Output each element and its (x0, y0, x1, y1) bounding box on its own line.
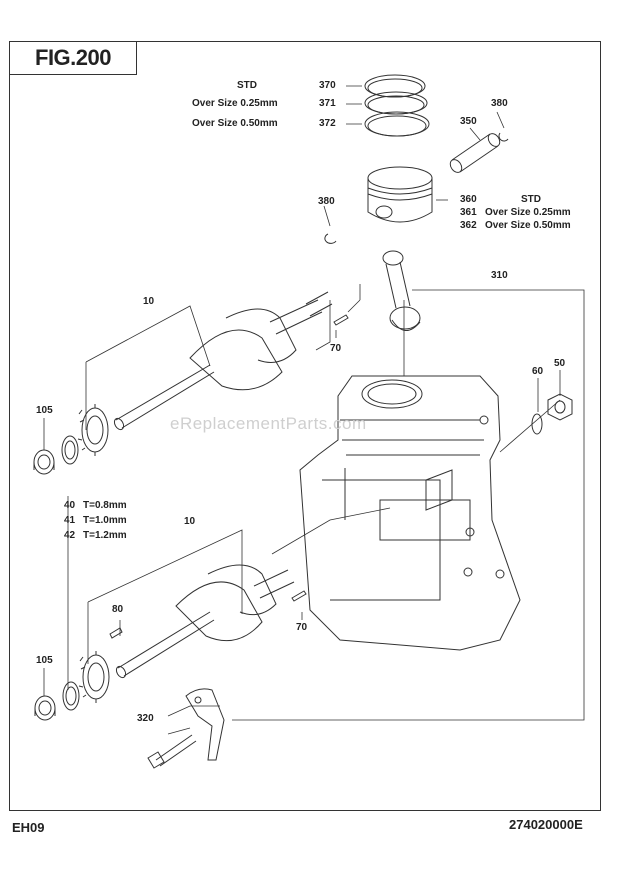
crank-gear-icon (77, 404, 109, 456)
callout-360: 360 (460, 194, 477, 205)
figure-title: FIG.200 (35, 45, 111, 70)
callout-10-upper: 10 (143, 296, 155, 307)
callout-372: 372 (319, 118, 336, 129)
rod-cap-icon (185, 688, 225, 761)
callout-41: 41 (64, 515, 76, 526)
bearing-icon (33, 449, 55, 475)
crankshaft-icon (113, 291, 333, 431)
shim-t42-label: T=1.2mm (83, 530, 127, 541)
piston-ring-icon (364, 74, 430, 137)
callout-361: 361 (460, 207, 477, 218)
crankshaft-icon (115, 564, 295, 679)
ring-os50-label: Over Size 0.50mm (192, 118, 278, 129)
figure-title-box: FIG.200 (9, 41, 137, 75)
callout-320: 320 (137, 713, 154, 724)
callout-40: 40 (64, 500, 76, 511)
leader-lines (43, 85, 585, 735)
bearing-icon (34, 695, 56, 721)
callout-70-lower: 70 (296, 622, 308, 633)
callout-310: 310 (491, 270, 508, 281)
piston-std-label: STD (521, 194, 541, 205)
callout-70-upper: 70 (330, 343, 342, 354)
callout-50: 50 (554, 358, 566, 369)
callout-80: 80 (112, 604, 124, 615)
ring-os25-label: Over Size 0.25mm (192, 98, 278, 109)
callout-350: 350 (460, 116, 477, 127)
shim-t40-label: T=0.8mm (83, 500, 127, 511)
diagram-frame (9, 41, 601, 811)
part-number: 274020000E (509, 817, 583, 832)
callout-105-upper: 105 (36, 405, 53, 416)
circlip-icon (324, 132, 509, 244)
shim-t41-label: T=1.0mm (83, 515, 127, 526)
piston-os25-label: Over Size 0.25mm (485, 207, 571, 218)
callout-42: 42 (64, 530, 76, 541)
bolt-icon (147, 734, 197, 769)
callout-380-left: 380 (318, 196, 335, 207)
key-icon (333, 314, 349, 326)
callout-60: 60 (532, 366, 544, 377)
washer-icon (61, 435, 79, 465)
connecting-rod-icon (382, 250, 421, 331)
callout-362: 362 (460, 220, 477, 231)
model-code: EH09 (12, 820, 45, 835)
key-icon (109, 590, 307, 639)
piston-os50-label: Over Size 0.50mm (485, 220, 571, 231)
crank-gear-icon (78, 651, 110, 703)
watermark: eReplacementParts.com (170, 414, 367, 433)
piston-pin-icon (449, 133, 501, 173)
ring-std-label: STD (237, 80, 257, 91)
callout-370: 370 (319, 80, 336, 91)
callout-380-top: 380 (491, 98, 508, 109)
crankcase-icon (299, 375, 521, 651)
callout-105-lower: 105 (36, 655, 53, 666)
piston-icon (367, 166, 433, 223)
callout-371: 371 (319, 98, 336, 109)
callout-10-lower: 10 (184, 516, 196, 527)
washer-icon (62, 681, 80, 711)
